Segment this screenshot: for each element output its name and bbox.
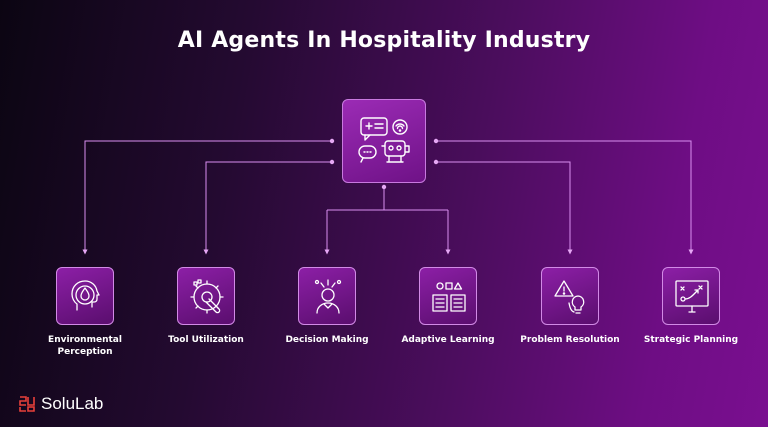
node-decision-making: Decision Making [272, 267, 382, 346]
open-book-shapes-icon [432, 282, 466, 312]
node-adaptive-learning: Adaptive Learning [393, 267, 503, 346]
connector-environmental-perception [82, 140, 332, 255]
node-label: Tool Utilization [168, 335, 244, 345]
node-box [662, 267, 720, 325]
head-water-drop-icon [71, 280, 100, 311]
solulab-logo: SoluLab [18, 393, 103, 415]
node-strategic-planning: Strategic Planning [636, 267, 746, 346]
node-label: Problem Resolution [520, 335, 620, 345]
node-box [419, 267, 477, 325]
strategy-board-icon [675, 280, 709, 313]
node-tool-utilization: Tool Utilization [151, 267, 261, 346]
node-box [541, 267, 599, 325]
warning-lightbulb-icon [554, 280, 585, 314]
hub-box [342, 99, 426, 183]
connector-problem-resolution [436, 161, 573, 255]
connector-center-trunk [327, 187, 448, 211]
connector-strategic-planning [436, 140, 694, 255]
logo-text: SoluLab [41, 394, 104, 413]
node-box [56, 267, 114, 325]
node-box [177, 267, 235, 325]
node-environmental-perception: Environmental Perception [30, 267, 140, 358]
ai-robot-chat-icon [358, 117, 410, 163]
person-thinking-icon [314, 279, 342, 314]
connector-tool-utilization [203, 161, 332, 255]
gear-wrench-icon [190, 279, 224, 314]
node-label: Adaptive Learning [401, 335, 495, 345]
node-label: Environmental Perception [48, 335, 122, 357]
node-problem-resolution: Problem Resolution [515, 267, 625, 346]
node-box [298, 267, 356, 325]
diagram-title: AI Agents In Hospitality Industry [177, 28, 591, 53]
node-label: Decision Making [285, 335, 369, 345]
node-label: Strategic Planning [643, 335, 739, 345]
solulab-logo-icon [19, 396, 35, 412]
